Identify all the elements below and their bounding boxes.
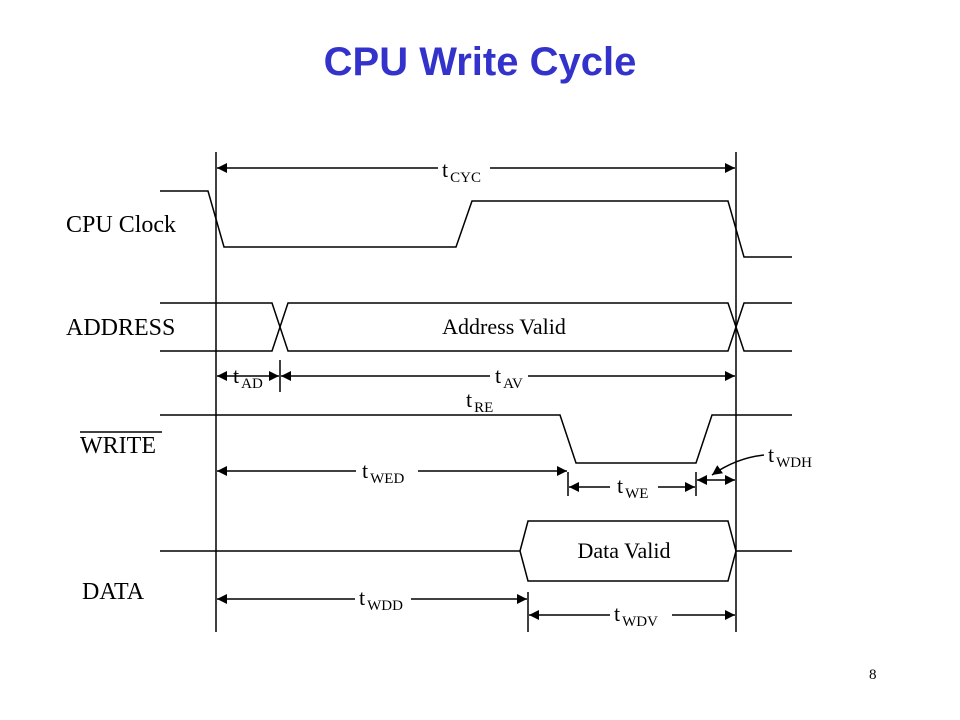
label-address-valid: Address Valid [442,314,566,339]
address-bus-top [160,302,792,352]
label-address: ADDRESS [66,315,175,341]
clock-waveform [160,190,792,258]
label-write: WRITE [80,433,156,459]
label-data: DATA [82,579,145,605]
write-waveform [160,414,792,464]
label-data-valid: Data Valid [577,538,670,563]
address-bus-bottom [160,302,792,352]
page-title: CPU Write Cycle [323,40,637,84]
t-wdh-pointer [711,454,765,476]
page-number: 8 [869,667,877,683]
label-cpu-clock: CPU Clock [66,212,176,238]
